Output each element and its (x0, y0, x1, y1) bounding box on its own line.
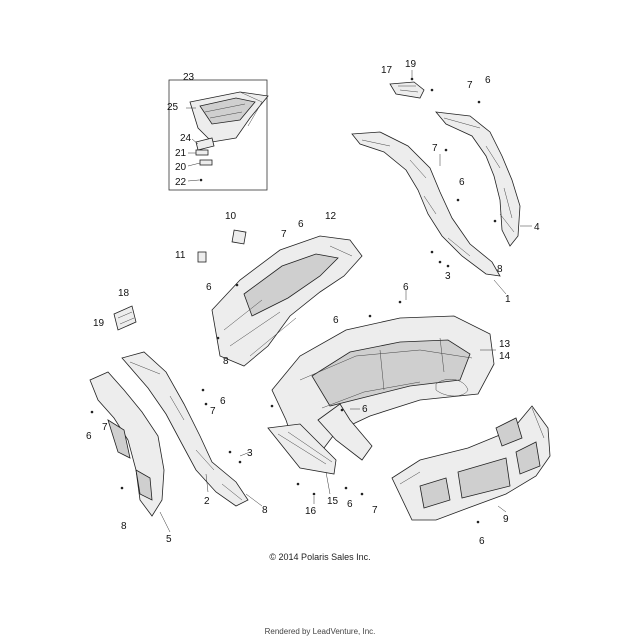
bracket-part-24 (195, 137, 215, 151)
rendered-by-credit: Rendered by LeadVenture, Inc. (264, 627, 376, 636)
callout-6-skid: 6 (347, 499, 353, 510)
callout-7-skid: 7 (372, 505, 378, 516)
callout-25: 25 (167, 102, 179, 113)
callout-6-mid: 6 (298, 219, 304, 230)
callout-10: 10 (225, 211, 237, 222)
callout-6-right: 6 (459, 177, 465, 188)
trim-bracket-part-17 (389, 70, 434, 99)
copyright-notice: © 2014 Polaris Sales Inc. (269, 552, 371, 562)
clip-part-21 (195, 149, 209, 156)
callout-9: 9 (503, 514, 509, 525)
callout-7-fender: 7 (102, 422, 108, 433)
callout-20: 20 (175, 162, 187, 173)
callout-6-left: 6 (220, 396, 226, 407)
callout-6-cover: 6 (206, 282, 212, 293)
callout-11: 11 (175, 250, 186, 261)
callout-6-cover-right: 6 (333, 315, 339, 326)
callout-6-tailgate: 6 (479, 536, 485, 547)
callout-6-box: 6 (362, 404, 368, 415)
screw-part-22 (199, 178, 203, 182)
callout-23: 23 (183, 72, 195, 83)
kit-inset-box (168, 79, 269, 191)
clip-part-20 (199, 159, 213, 166)
callout-19-left: 19 (93, 318, 105, 329)
callout-3-left: 3 (247, 448, 253, 459)
callout-6-top: 6 (485, 75, 491, 86)
tailgate-part-9 (391, 405, 551, 524)
rear-storage-cover-part-12 (211, 235, 363, 367)
callout-17: 17 (381, 65, 393, 76)
skid-plate-part-15 (267, 423, 364, 504)
callout-18: 18 (118, 288, 130, 299)
callout-19-top: 19 (405, 59, 417, 70)
callout-15: 15 (327, 496, 339, 507)
callout-7-right: 7 (432, 143, 438, 154)
callout-8-right: 8 (497, 264, 503, 275)
cargo-box-part-13 (270, 290, 496, 471)
callout-12: 12 (325, 211, 337, 222)
callout-3-right: 3 (445, 271, 451, 282)
callout-6-fender: 6 (86, 431, 92, 442)
callout-14: 14 (499, 351, 511, 362)
callout-7-top: 7 (467, 80, 473, 91)
callout-8-fender: 8 (121, 521, 127, 532)
callout-7-left: 7 (210, 406, 216, 417)
callout-5: 5 (166, 534, 172, 545)
callout-2: 2 (204, 496, 210, 507)
callout-16: 16 (305, 506, 317, 517)
left-rear-fender-part-5 (89, 371, 171, 533)
callout-22: 22 (175, 177, 187, 188)
clip-part-18 (113, 305, 137, 331)
callout-7-mid: 7 (281, 229, 287, 240)
callout-24: 24 (180, 133, 192, 144)
callout-4: 4 (534, 222, 540, 233)
callout-8-cover: 8 (223, 356, 229, 367)
left-side-panel-part-2 (121, 351, 263, 507)
callout-1: 1 (505, 294, 511, 305)
callout-21: 21 (175, 148, 187, 159)
right-side-panel-part-1 (351, 131, 507, 295)
right-rear-fender-part-4 (435, 100, 532, 247)
kit-frame (168, 79, 268, 191)
storage-tray-part-25 (189, 91, 269, 143)
callout-13: 13 (499, 339, 511, 350)
callout-8-rail: 8 (262, 505, 268, 516)
clip-part-11 (197, 251, 207, 263)
grommet-part-10 (231, 229, 247, 245)
callout-6-box-top: 6 (403, 282, 409, 293)
